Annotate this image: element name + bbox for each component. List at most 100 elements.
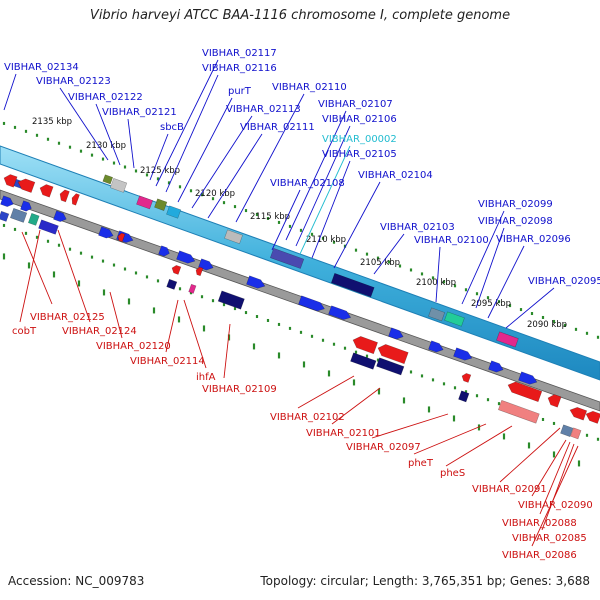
forward-gene[interactable] (388, 327, 404, 341)
forward-gene[interactable] (246, 275, 266, 291)
gene-box[interactable] (38, 219, 59, 235)
reverse-gene[interactable] (568, 405, 588, 421)
reverse-gene[interactable] (171, 264, 182, 275)
reverse-gene[interactable] (351, 334, 378, 355)
gene-box[interactable] (497, 399, 540, 424)
forward-gene[interactable] (198, 258, 214, 272)
gene-box[interactable] (27, 212, 40, 226)
leader-line (373, 233, 405, 275)
gene-box[interactable] (166, 205, 182, 219)
gene-box[interactable] (0, 210, 10, 222)
map-title: Vibrio harveyi ATCC BAA-1116 chromosome … (89, 8, 511, 23)
scale-tick-label: 2095 kbp (471, 299, 511, 309)
forward-gene[interactable] (328, 305, 352, 322)
leader-line (183, 299, 207, 369)
reverse-gene[interactable] (58, 189, 70, 203)
reverse-gene[interactable] (546, 393, 562, 408)
top-gene-label: VIBHAR_02107 (318, 99, 393, 110)
leader-line (127, 118, 135, 169)
gene-box[interactable] (154, 198, 168, 211)
gene-box[interactable] (376, 357, 405, 376)
bottom-gene-label: VIBHAR_02085 (512, 533, 587, 544)
top-gene-label: VIBHAR_02100 (414, 235, 489, 246)
accession-text: Accession: NC_009783 (8, 574, 145, 588)
gene-box[interactable] (102, 174, 114, 185)
leader-line (531, 445, 579, 547)
reverse-gene[interactable] (506, 380, 543, 403)
gene-features[interactable] (0, 173, 600, 440)
gene-box[interactable] (444, 311, 465, 327)
bottom-gene-label: VIBHAR_02101 (306, 428, 381, 439)
top-gene-label: VIBHAR_02110 (272, 82, 347, 93)
reverse-gene[interactable] (461, 372, 472, 383)
leader-line (57, 229, 91, 323)
leader-line (475, 227, 505, 309)
gene-box[interactable] (109, 177, 128, 193)
forward-gene[interactable] (176, 250, 196, 266)
bottom-gene-label: VIBHAR_02124 (62, 326, 137, 337)
gene-box[interactable] (217, 290, 245, 310)
top-gene-labels: VIBHAR_02134VIBHAR_02123VIBHAR_02122VIBH… (4, 48, 600, 287)
leader-line (331, 387, 381, 425)
leader-line (297, 375, 355, 409)
leader-line (531, 439, 567, 497)
top-gene-label: VIBHAR_02095 (528, 276, 600, 287)
forward-gene[interactable] (53, 210, 67, 224)
leader-line (191, 115, 253, 209)
bottom-gene-label: VIBHAR_02120 (96, 341, 171, 352)
leader-line (285, 110, 347, 241)
gene-box[interactable] (224, 229, 243, 244)
leader-line (539, 441, 571, 515)
reverse-gene[interactable] (195, 266, 204, 277)
leader-line (109, 291, 123, 339)
gene-box[interactable] (458, 390, 470, 403)
leader-line (21, 231, 53, 305)
bottom-gene-label: VIBHAR_02097 (346, 442, 421, 453)
reverse-gene[interactable] (70, 193, 80, 206)
top-gene-label: VIBHAR_02096 (496, 234, 571, 245)
gene-box[interactable] (570, 427, 582, 440)
bottom-gene-label: cobT (12, 326, 37, 337)
bottom-gene-label: pheT (408, 458, 434, 469)
top-gene-label: VIBHAR_02111 (240, 122, 315, 133)
leader-line (149, 133, 169, 181)
scale-tick-label: 2135 kbp (32, 117, 72, 127)
leader-line (155, 59, 219, 187)
reverse-gene[interactable] (2, 173, 18, 188)
top-gene-label: VIBHAR_02098 (478, 216, 553, 227)
gene-box[interactable] (330, 272, 375, 298)
forward-gene[interactable] (0, 195, 14, 209)
leader-line (311, 160, 351, 259)
label-leader-lines (3, 59, 579, 547)
reverse-gene[interactable] (376, 342, 409, 365)
forward-gene[interactable] (98, 226, 114, 240)
forward-gene[interactable] (20, 200, 32, 213)
forward-gene[interactable] (518, 371, 538, 387)
top-gene-label: VIBHAR_02121 (102, 107, 177, 118)
gene-box[interactable] (136, 195, 154, 210)
reverse-gene[interactable] (117, 232, 126, 243)
top-gene-label: VIBHAR_02106 (322, 114, 397, 125)
leader-line (95, 103, 121, 166)
gene-box[interactable] (496, 331, 519, 348)
forward-gene[interactable] (298, 295, 326, 313)
reverse-gene[interactable] (16, 177, 36, 193)
gene-box[interactable] (188, 283, 197, 294)
gene-box[interactable] (9, 207, 28, 223)
forward-gene[interactable] (428, 340, 444, 354)
gene-box[interactable] (350, 352, 377, 370)
top-gene-label: VIBHAR_02116 (202, 63, 277, 74)
gene-box[interactable] (428, 307, 446, 322)
forward-gene[interactable] (453, 347, 473, 363)
gene-box[interactable] (560, 424, 574, 437)
forward-gene[interactable] (488, 360, 504, 374)
leader-line (445, 425, 513, 467)
forward-gene[interactable] (158, 245, 170, 258)
gene-box[interactable] (166, 278, 178, 290)
leader-line (505, 287, 555, 329)
reverse-gene[interactable] (38, 183, 54, 198)
gene-box[interactable] (269, 247, 305, 269)
top-gene-label: VIBHAR_02105 (322, 149, 397, 160)
